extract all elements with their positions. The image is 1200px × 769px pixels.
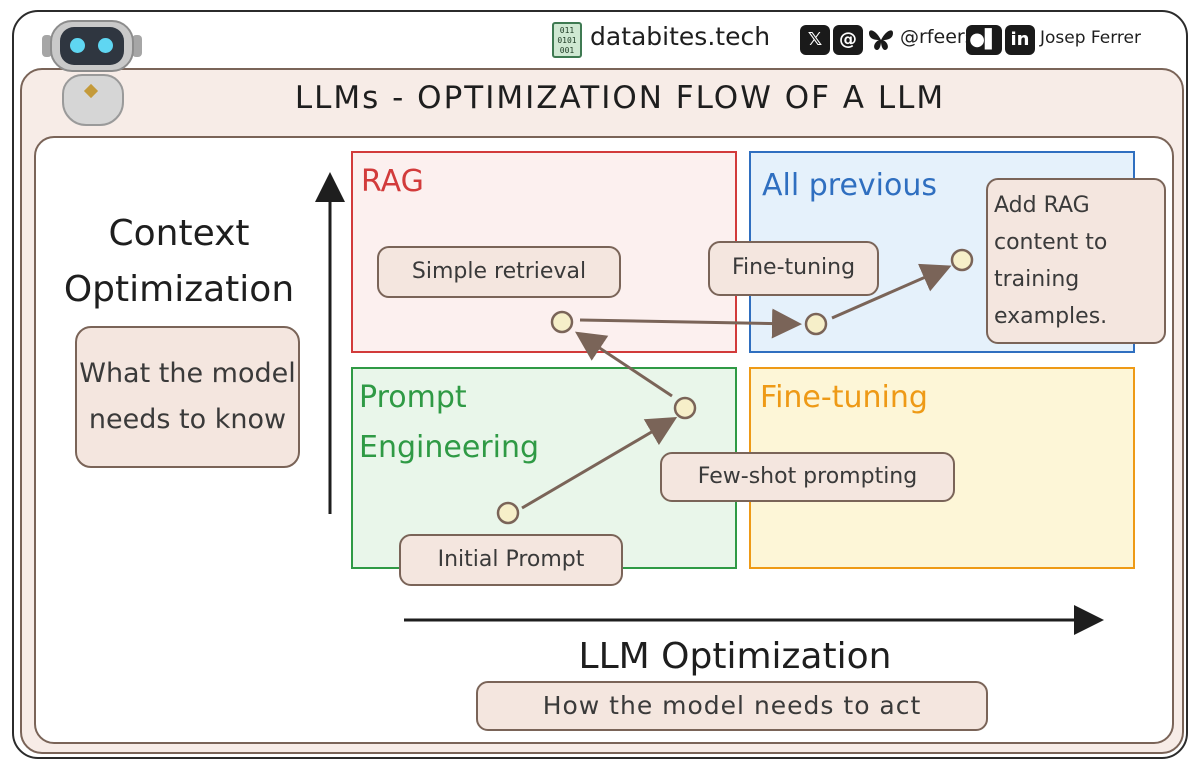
robot-ear-right [132,35,142,57]
quadrant-label-rag: RAG [361,164,424,199]
site-name[interactable]: databites.tech [590,22,771,51]
node-few-shot [673,396,697,420]
medium-icon[interactable]: ●▌ [966,25,1002,55]
flow-arrow-2 [574,331,673,398]
robot-eye-right [98,38,113,53]
page-title: LLMs - OPTIMIZATION FLOW OF A LLM [294,80,946,116]
label-initial-prompt: Initial Prompt [399,534,623,586]
linkedin-icon[interactable]: in [1005,25,1035,55]
author-name: Josep Ferrer [1040,28,1141,48]
flow-arrow-4 [831,263,952,320]
x-axis-title: LLM Optimization [578,636,892,677]
bluesky-icon[interactable] [866,25,896,55]
threads-icon[interactable]: @ [833,25,863,55]
label-fine-tuning: Fine-tuning [708,241,879,296]
site-logo-icon: 011 0101 001 [552,22,582,58]
label-add-rag-content: Add RAG content to training examples. [986,178,1166,344]
robot-ear-left [42,35,52,57]
social-handle[interactable]: @rfeers [900,26,975,48]
node-initial-prompt [496,501,520,525]
quadrant-label-prompt-engineering: Prompt Engineering [359,380,539,465]
x-icon[interactable]: 𝕏 [800,25,830,55]
quadrant-label-all-previous: All previous [762,168,937,203]
robot-eye-left [70,38,85,53]
y-axis-subtitle: What the model needs to know [75,326,300,468]
label-few-shot-prompting: Few-shot prompting [660,452,955,502]
node-fine-tuning [804,312,828,336]
flow-arrow-3 [579,308,802,339]
y-axis-title: Context Optimization [63,213,295,310]
quadrant-label-fine-tuning: Fine-tuning [760,380,928,415]
node-simple-retrieval [550,310,574,334]
robot-mascot-body [62,74,124,126]
label-simple-retrieval: Simple retrieval [377,246,621,298]
flow-arrow-1 [521,416,678,510]
node-add-rag [950,248,974,272]
x-axis-subtitle: How the model needs to act [476,681,988,731]
